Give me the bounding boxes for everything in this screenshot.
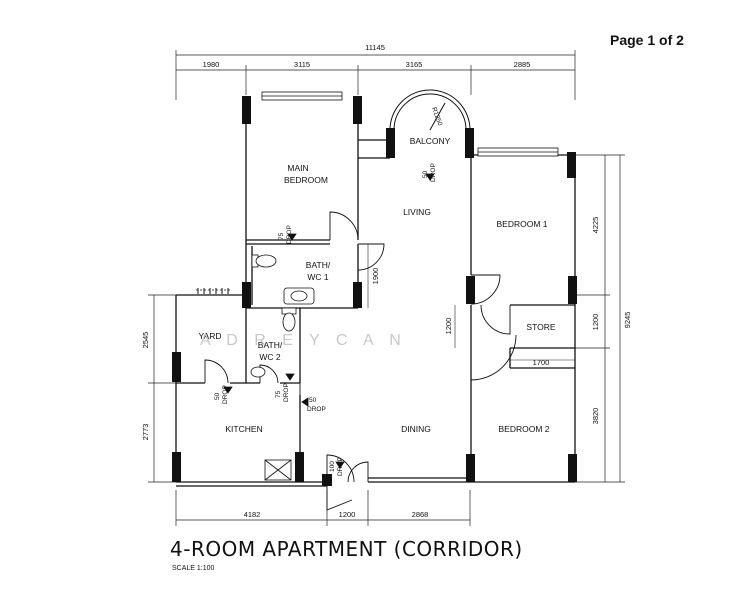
label-bedroom-1: BEDROOM 1: [496, 219, 547, 229]
dim-right-1: 4225: [591, 217, 600, 234]
label-bath-2-line1: BATH/: [258, 340, 283, 350]
label-store: STORE: [526, 322, 555, 332]
label-kitchen: KITCHEN: [225, 424, 262, 434]
drop-bath2-num: 75: [275, 390, 282, 398]
yard-rack: [197, 288, 229, 294]
dim-right-2: 1200: [591, 314, 600, 331]
drop-bath2-word: DROP: [283, 383, 290, 402]
dim-corridor: 1200: [444, 318, 453, 335]
watermark: A D R E Y C A N: [200, 332, 407, 349]
drop-entrance-word: DROP: [337, 457, 344, 476]
drop-kitchen-num: 50: [309, 397, 317, 404]
drop-kitchen-word: DROP: [307, 406, 326, 413]
dim-right-3: 3820: [591, 408, 600, 425]
plan-scale: SCALE 1:100: [172, 565, 215, 572]
drop-balcony-num: 50: [422, 170, 429, 178]
left-dimensions: [148, 294, 176, 483]
label-bath-1-line1: BATH/: [306, 260, 331, 270]
dim-left-lower: 2773: [141, 424, 150, 441]
inner-dimensions: [367, 244, 575, 361]
drop-balcony-word: DROP: [430, 163, 437, 182]
dim-bottom-1: 4182: [244, 510, 261, 519]
top-dimensions: [175, 50, 576, 100]
label-bedroom-2: BEDROOM 2: [498, 424, 549, 434]
drop-bath1-word: DROP: [286, 225, 293, 244]
doors: [204, 211, 517, 511]
dim-top-4: 2885: [514, 60, 531, 69]
right-dimensions: [575, 154, 625, 483]
dim-right-total: 9245: [623, 312, 632, 329]
label-balcony: BALCONY: [410, 136, 451, 146]
dim-top-2: 3115: [294, 60, 310, 69]
drop-yard-num: 50: [214, 392, 221, 400]
label-dining: DINING: [401, 424, 431, 434]
label-yard: YARD: [199, 331, 222, 341]
dim-top-1: 1980: [203, 60, 220, 69]
plan-title: 4-ROOM APARTMENT (CORRIDOR): [170, 537, 523, 561]
dim-top-3: 3165: [406, 60, 423, 69]
label-main-bedroom-2: BEDROOM: [284, 175, 328, 185]
page-indicator: Page 1 of 2: [610, 32, 684, 48]
windows: [196, 91, 559, 291]
drop-yard-word: DROP: [222, 385, 229, 404]
dim-top-total: 11145: [365, 43, 385, 52]
dim-bottom-3: 2868: [412, 510, 429, 519]
bottom-dimensions: [175, 490, 471, 526]
dim-left-upper: 2545: [141, 332, 150, 349]
label-main-bedroom-1: MAIN: [287, 163, 308, 173]
balcony-arc: [389, 89, 471, 131]
dim-bath-wc1: 1900: [371, 268, 380, 285]
dim-store-width: 1700: [533, 358, 550, 367]
drop-bath1-num: 75: [278, 232, 285, 240]
drop-entrance-num: 100: [329, 461, 336, 472]
fixtures: [223, 173, 435, 481]
label-living: LIVING: [403, 207, 431, 217]
label-bath-1-line2: WC 1: [307, 272, 329, 282]
label-bath-2-line2: WC 2: [259, 352, 281, 362]
dim-bottom-2: 1200: [339, 510, 356, 519]
